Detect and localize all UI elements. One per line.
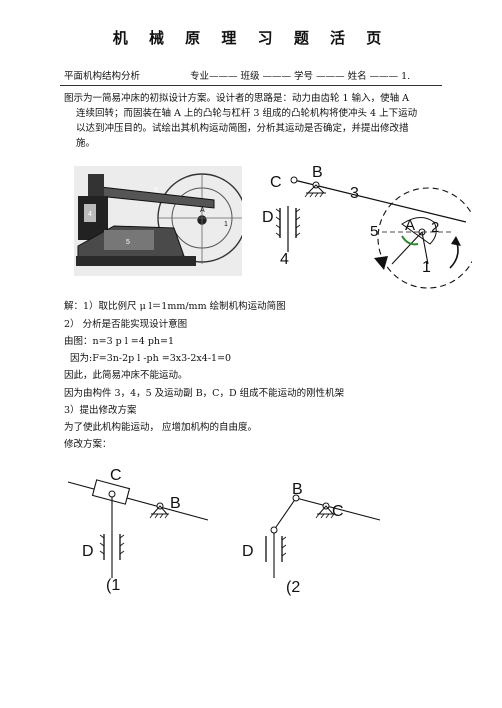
label-d: D (82, 543, 94, 560)
solution-step: 为了使此机构能运动， 应增加机构的自由度。 (64, 422, 258, 433)
header-subject: 平面机构结构分析 (64, 71, 141, 82)
label-1: 1 (422, 259, 431, 276)
svg-text:1: 1 (224, 221, 228, 228)
modification-diagram-2: B C D (2 (242, 481, 381, 596)
lever (67, 481, 209, 521)
problem-line: 图示为一简易冲床的初拟设计方案。设计者的思路是：动力由齿轮 1 输入，使轴 A (64, 93, 409, 104)
label-c: C (270, 174, 282, 191)
svg-text:5: 5 (126, 239, 130, 246)
svg-text:4: 4 (88, 211, 92, 218)
joint-b (292, 494, 300, 502)
solution-step: 因为:F=3n-2p l -ph =3x3-2x4-1=0 (70, 353, 232, 364)
solution-step: 3）提出修改方案 (64, 405, 137, 416)
header-fields: 专业——— 班级 ——— 学号 ——— 姓名 ——— 1. (190, 71, 411, 82)
label-4: 4 (280, 251, 289, 268)
kinematic-diagram: C B 3 D 5 A 2 4 1 (262, 164, 472, 289)
caption-1: (1 (106, 577, 120, 594)
label-3: 3 (350, 185, 359, 202)
label-b: B (170, 495, 181, 512)
svg-text:A: A (200, 207, 205, 214)
label-d: D (242, 543, 254, 560)
link (273, 497, 297, 531)
svg-text:3: 3 (154, 187, 158, 194)
label-b: B (312, 164, 323, 181)
joint-c (290, 176, 298, 184)
label-b: B (292, 481, 303, 498)
solution-step: 由图：n=3 p l =4 ph=1 (64, 336, 175, 347)
label-2: 2 (431, 219, 439, 236)
solution-step: 2） 分析是否能实现设计意图 (64, 319, 188, 330)
solution-step: 解：1）取比例尺 μ l＝1mm/mm 绘制机构运动简图 (64, 301, 286, 312)
press-photo: 3 4 5 1 A (74, 166, 242, 276)
label-c: C (110, 468, 122, 484)
problem-line: 施。 (76, 138, 96, 149)
label-a: A (405, 217, 415, 234)
caption-2: (2 (286, 579, 300, 596)
lever-3 (293, 179, 467, 223)
solution-step: 因为由构件 3，4，5 及运动副 B，C，D 组成不能运动的刚性机架 (64, 388, 345, 399)
page-title: 机 械 原 理 习 题 活 页 (112, 29, 390, 47)
label-5: 5 (370, 223, 378, 240)
solution-step: 修改方案： (64, 439, 112, 450)
solution-step: 因此，此简易冲床不能运动。 (64, 370, 188, 381)
lever (295, 497, 381, 521)
label-c: C (332, 503, 344, 520)
problem-statement: 图示为一简易冲床的初拟设计方案。设计者的思路是：动力由齿轮 1 输入，使轴 A … (64, 91, 442, 151)
problem-line: 连续回转；而固装在轴 A 上的凸轮与杠杆 3 组成的凸轮机构将使冲头 4 上下运… (76, 108, 418, 119)
gear-1 (377, 187, 472, 289)
problem-line: 以达到冲压目的。试绘出其机构运动简图，分析其运动是否确定，并提出修改措 (76, 123, 409, 134)
modification-diagram-1: C B D (1 (67, 468, 209, 594)
header-divider (60, 85, 442, 86)
label-d: D (262, 209, 274, 226)
